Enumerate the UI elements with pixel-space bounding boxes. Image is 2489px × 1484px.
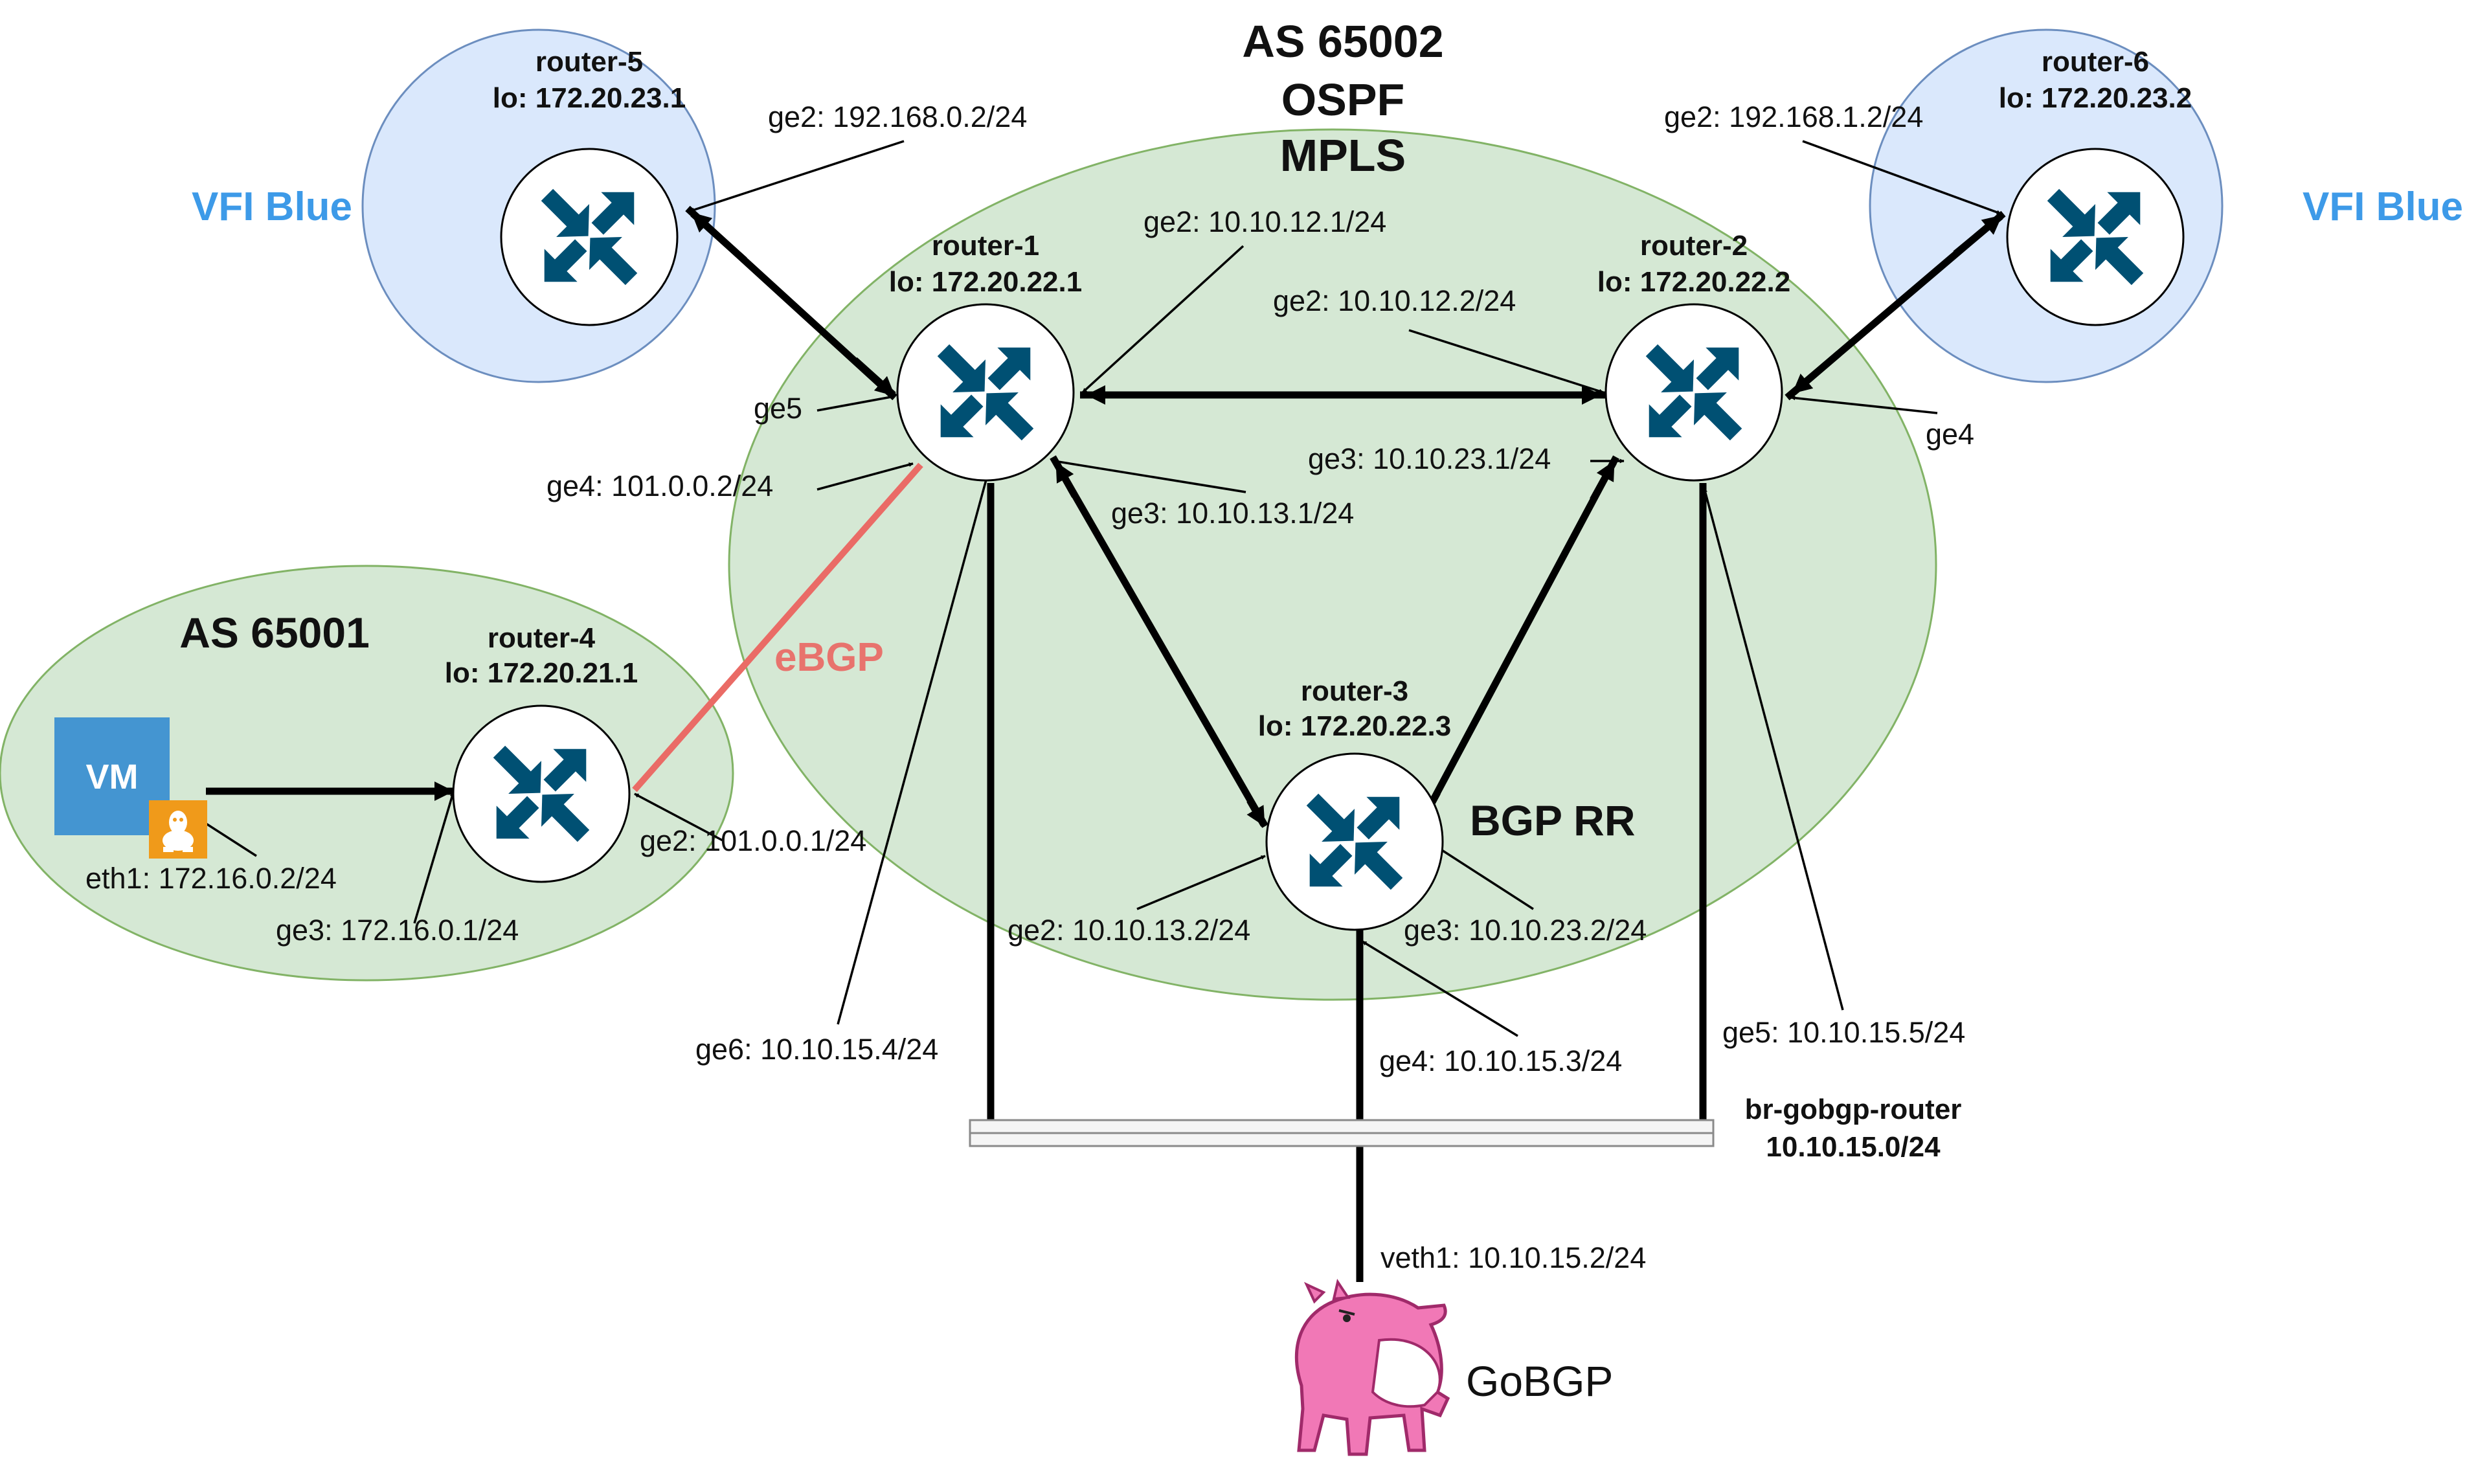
link-r2-r3 [1416,455,1619,828]
arrow-r5-ge2 [690,140,905,212]
r3-ge3-label: ge3: 10.10.23.2/24 [1404,914,1647,947]
vm-eth1-label: eth1: 172.16.0.2/24 [85,862,337,895]
arrow-r1-ge5 [817,394,895,412]
as65001-title: AS 65001 [179,609,370,657]
r5-ge2-label: ge2: 192.168.0.2/24 [768,100,1027,133]
arrow-r4-ge3 [413,792,455,924]
arrow-r3-ge2 [1136,855,1266,910]
svg-text:VM: VM [86,758,139,796]
router-2-name: router-2 [1640,230,1748,262]
arrow-r2-ge4 [1790,396,1938,414]
r2-ge5-label: ge5: 10.10.15.5/24 [1722,1016,1965,1049]
arrow-r4-ge2 [634,793,723,842]
r6-ge2-label: ge2: 192.168.1.2/24 [1664,100,1923,133]
as65002-title-line1: AS 65002 [1242,16,1443,67]
arrow-r2-ge5 [1703,488,1844,1011]
router-3-lo: lo: 172.20.22.3 [1258,710,1451,742]
r1-ge6-label: ge6: 10.10.15.4/24 [695,1033,938,1066]
router-3-name: router-3 [1301,675,1408,707]
bridge-name: br-gobgp-router [1745,1094,1962,1125]
router-4-lo: lo: 172.20.21.1 [445,657,638,689]
gobgp-label: GoBGP [1466,1357,1613,1405]
router-5-icon [500,148,679,326]
r1-ge5-label: ge5 [754,392,802,425]
bridge-subnet: 10.10.15.0/24 [1766,1131,1941,1163]
ebgp-label: eBGP [774,635,884,680]
linux-icon [149,800,207,859]
gobgp-mascot-icon [1294,1279,1450,1456]
link-r1-r3 [1050,455,1268,828]
r4-ge2-label: ge2: 101.0.0.1/24 [640,824,866,857]
arrow-r1-ge2 [1081,245,1244,394]
r2-ge3-label: ge3: 10.10.23.1/24 [1308,442,1551,475]
arrow-r6-ge2 [1802,140,2001,215]
arrow-r3-ge3 [1434,844,1534,910]
router-1-icon [896,303,1075,482]
vfi-blue-right-label: VFI Blue [2303,185,2463,229]
router-4-icon [452,704,631,883]
arrow-r2-ge2 [1408,329,1604,394]
as65002-title-line2: OSPF [1281,74,1405,125]
as65002-title-line3: MPLS [1280,130,1406,181]
router-5-name: router-5 [535,46,643,78]
r2-ge4-label: ge4 [1926,418,1974,451]
vfi-blue-left-label: VFI Blue [192,185,352,229]
arrow-r1-ge3 [1053,459,1246,493]
arrow-r3-ge4 [1362,940,1518,1037]
router-6-name: router-6 [2042,46,2149,78]
router-2-lo: lo: 172.20.22.2 [1597,266,1790,298]
router-5-lo: lo: 172.20.23.1 [493,82,686,114]
bridge-bar [969,1119,1715,1147]
arrow-r1-ge6 [837,472,989,1025]
router-6-icon [2006,148,2185,326]
arrow-vm-eth1 [201,820,257,857]
link-ebgp-r4-r1 [632,462,923,793]
r2-ge2-label: ge2: 10.10.12.2/24 [1273,284,1516,317]
r4-ge3-label: ge3: 172.16.0.1/24 [276,914,519,947]
router-3-icon [1265,752,1444,931]
router-4-name: router-4 [488,622,596,654]
router-1-lo: lo: 172.20.22.1 [889,266,1082,298]
router-2-icon [1605,303,1783,482]
router-1-name: router-1 [932,230,1039,262]
r1-ge2-label: ge2: 10.10.12.1/24 [1143,205,1386,238]
router-6-lo: lo: 172.20.23.2 [1999,82,2192,114]
bgp-rr-label: BGP RR [1470,796,1636,844]
gobgp-veth1-label: veth1: 10.10.15.2/24 [1380,1241,1646,1274]
arrow-r1-ge4 [817,462,914,491]
r1-ge4-label: ge4: 101.0.0.2/24 [546,469,773,502]
r3-ge4-label: ge4: 10.10.15.3/24 [1379,1044,1622,1077]
r1-ge3-label: ge3: 10.10.13.1/24 [1111,497,1354,530]
r3-ge2-label: ge2: 10.10.13.2/24 [1008,914,1250,947]
